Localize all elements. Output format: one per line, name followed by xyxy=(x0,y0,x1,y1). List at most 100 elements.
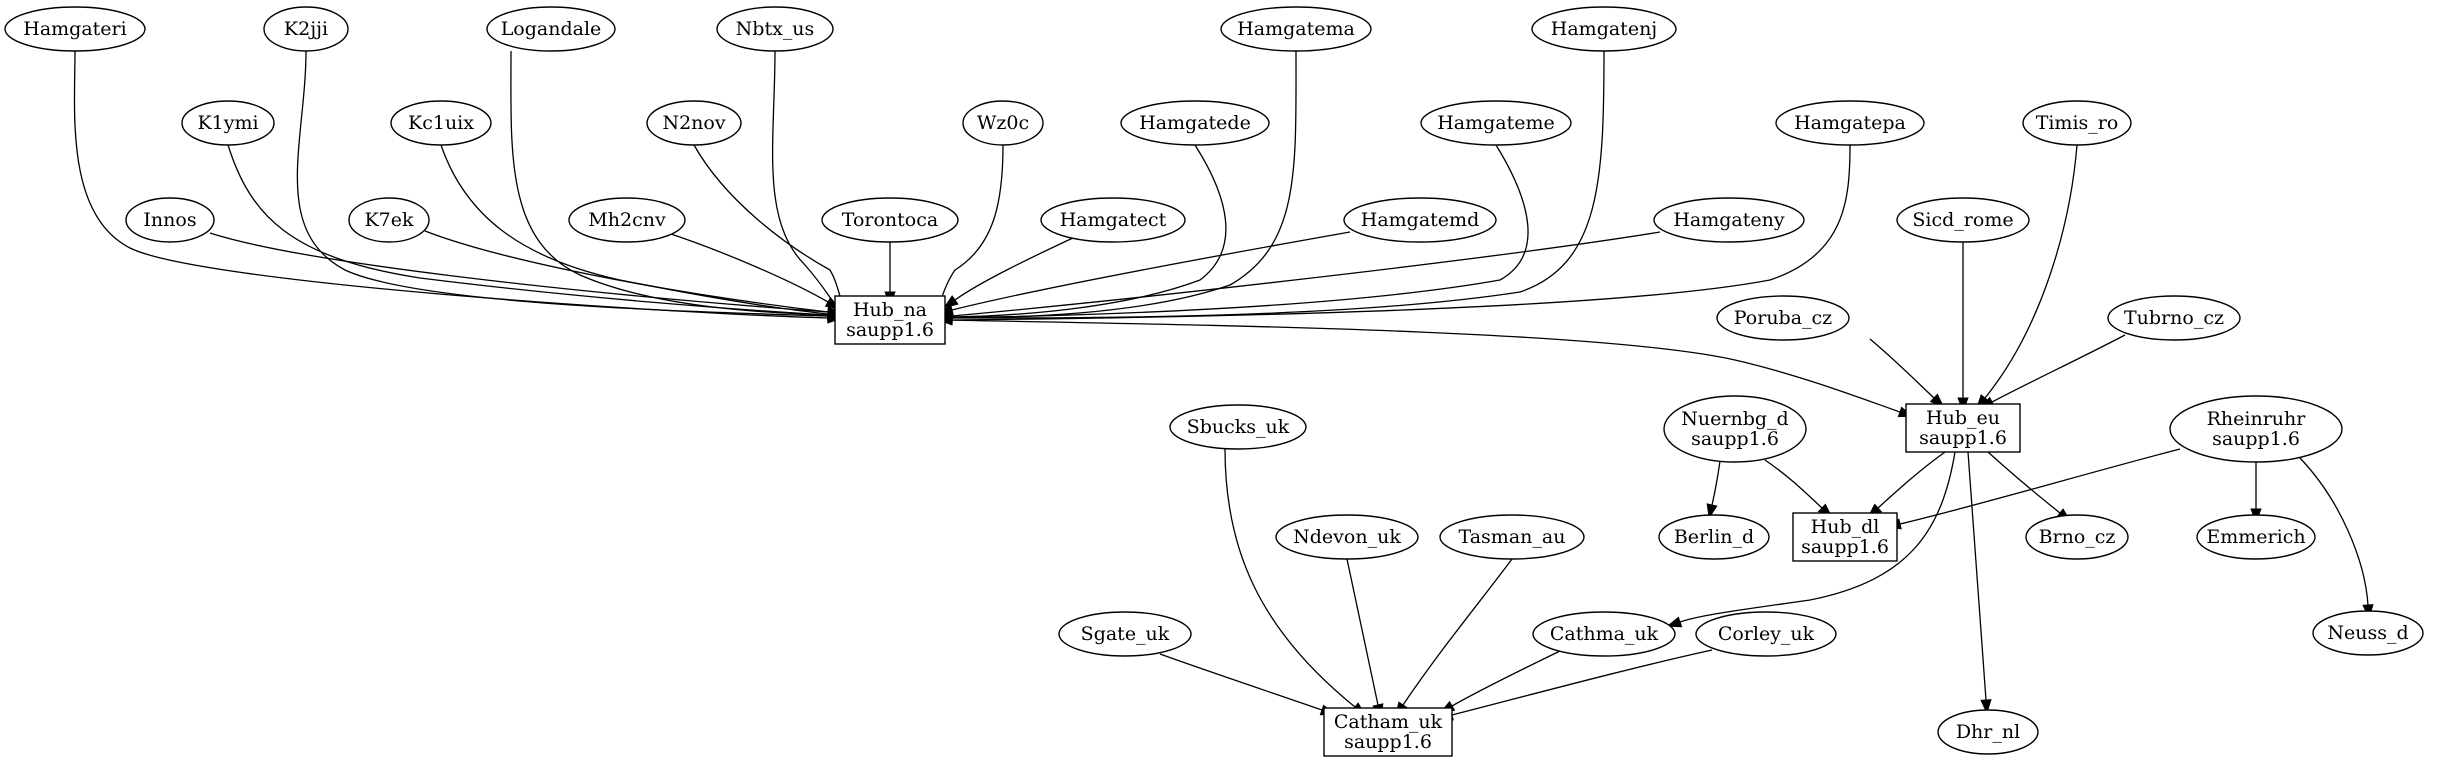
node-cathma_uk[interactable]: Cathma_uk xyxy=(1532,611,1676,657)
node-label: Rheinruhr xyxy=(2207,408,2307,430)
arrowhead xyxy=(1706,503,1718,520)
node-ellipse xyxy=(348,197,430,243)
node-ellipse xyxy=(4,6,146,52)
edge-line xyxy=(1869,338,1935,399)
node-dhr_nl[interactable]: Dhr_nl xyxy=(1937,709,2039,755)
node-hamgatenj[interactable]: Hamgatenj xyxy=(1531,6,1677,52)
node-hamgatede[interactable]: Hamgatede xyxy=(1120,100,1270,146)
edge-hub_eu-to-hub_dl xyxy=(1867,451,1946,518)
node-ellipse xyxy=(486,6,616,52)
edge-line xyxy=(510,50,829,316)
edge-timis_ro-to-hub_eu xyxy=(1975,144,2078,410)
edge-hub_eu-to-cathma_uk xyxy=(1666,451,1956,628)
node-hamgateri[interactable]: Hamgateri xyxy=(4,6,146,52)
node-sicd_rome[interactable]: Sicd_rome xyxy=(1896,197,2030,243)
edge-line xyxy=(954,236,1076,301)
node-ellipse xyxy=(1040,197,1186,243)
node-ellipse xyxy=(263,6,349,52)
edge-line xyxy=(1711,460,1721,506)
node-ellipse xyxy=(1120,100,1270,146)
node-label: Tasman_au xyxy=(1459,526,1566,548)
edge-line xyxy=(73,50,829,319)
node-poruba_cz[interactable]: Poruba_cz xyxy=(1716,295,1850,341)
node-tasman_au[interactable]: Tasman_au xyxy=(1439,514,1585,560)
node-label: Hamgatect xyxy=(1060,209,1167,231)
edge-line xyxy=(1679,451,1956,623)
node-mh2cnv[interactable]: Mh2cnv xyxy=(568,197,686,243)
node-label: Hub_eu xyxy=(1926,407,2000,429)
node-hamgateme[interactable]: Hamgateme xyxy=(1420,100,1572,146)
node-sgate_uk[interactable]: Sgate_uk xyxy=(1058,611,1192,657)
arrowhead xyxy=(1980,699,1992,715)
node-label: Hub_dl xyxy=(1811,516,1880,538)
node-logandale[interactable]: Logandale xyxy=(486,6,616,52)
node-sublabel: saupp1.6 xyxy=(1919,427,2007,449)
node-label: Hamgatema xyxy=(1237,18,1355,40)
node-label: Mh2cnv xyxy=(588,209,666,231)
node-ellipse xyxy=(1653,197,1805,243)
node-label: Logandale xyxy=(501,18,602,40)
edge-cathma_uk-to-catham_uk xyxy=(1439,650,1561,714)
node-label: Wz0c xyxy=(977,112,1029,134)
node-k2jji[interactable]: K2jji xyxy=(263,6,349,52)
node-ellipse xyxy=(1896,197,2030,243)
edge-logandale-to-hub_na xyxy=(510,50,843,321)
edge-line xyxy=(951,144,1227,318)
node-ndevon_uk[interactable]: Ndevon_uk xyxy=(1275,514,1419,560)
node-label: Corley_uk xyxy=(1718,623,1815,645)
node-k1ymi[interactable]: K1ymi xyxy=(181,100,275,146)
edge-line xyxy=(771,50,835,304)
node-nbtx_us[interactable]: Nbtx_us xyxy=(716,6,834,52)
node-ellipse xyxy=(1663,395,1807,463)
node-ellipse xyxy=(1937,709,2039,755)
node-label: Hamgatepa xyxy=(1794,112,1906,134)
node-torontoca[interactable]: Torontoca xyxy=(821,197,959,243)
node-label: Kc1uix xyxy=(408,112,474,134)
edge-line xyxy=(2299,457,2369,606)
node-timis_ro[interactable]: Timis_ro xyxy=(2022,100,2132,146)
node-hamgateny[interactable]: Hamgateny xyxy=(1653,197,1805,243)
node-hamgatepa[interactable]: Hamgatepa xyxy=(1775,100,1925,146)
node-label: Catham_uk xyxy=(1334,711,1443,733)
node-hamgatect[interactable]: Hamgatect xyxy=(1040,197,1186,243)
node-corley_uk[interactable]: Corley_uk xyxy=(1695,611,1837,657)
edge-line xyxy=(1984,144,2078,399)
edge-line xyxy=(1877,451,1946,509)
node-sbucks_uk[interactable]: Sbucks_uk xyxy=(1169,404,1307,450)
node-label: K7ek xyxy=(364,209,414,231)
node-hamgatemd[interactable]: Hamgatemd xyxy=(1343,197,1497,243)
edge-line xyxy=(1451,650,1561,707)
node-k7ek[interactable]: K7ek xyxy=(348,197,430,243)
edge-line xyxy=(951,144,1851,321)
node-label: Hamgatede xyxy=(1139,112,1251,134)
node-ellipse xyxy=(181,100,275,146)
node-ellipse xyxy=(2312,610,2424,656)
node-kc1uix[interactable]: Kc1uix xyxy=(390,100,492,146)
node-ellipse xyxy=(1169,404,1307,450)
edges-layer xyxy=(73,50,2374,721)
node-sublabel: saupp1.6 xyxy=(1344,731,1432,753)
node-label: Ndevon_uk xyxy=(1293,526,1401,548)
node-label: K1ymi xyxy=(197,112,258,134)
node-brno_cz[interactable]: Brno_cz xyxy=(2025,514,2129,560)
edge-n2nov-to-hub_na xyxy=(693,144,848,317)
node-n2nov[interactable]: N2nov xyxy=(646,100,742,146)
node-innos[interactable]: Innos xyxy=(125,197,215,243)
node-neuss_d[interactable]: Neuss_d xyxy=(2312,610,2424,656)
node-tubrno_cz[interactable]: Tubrno_cz xyxy=(2107,295,2241,341)
node-hamgatema[interactable]: Hamgatema xyxy=(1220,6,1372,52)
node-label: Neuss_d xyxy=(2327,622,2408,644)
node-wz0c[interactable]: Wz0c xyxy=(962,100,1044,146)
edge-line xyxy=(424,230,829,313)
node-label: Sbucks_uk xyxy=(1187,416,1290,438)
node-label: Poruba_cz xyxy=(1734,307,1832,329)
node-berlin_d[interactable]: Berlin_d xyxy=(1658,514,1770,560)
node-emmerich[interactable]: Emmerich xyxy=(2196,514,2316,560)
